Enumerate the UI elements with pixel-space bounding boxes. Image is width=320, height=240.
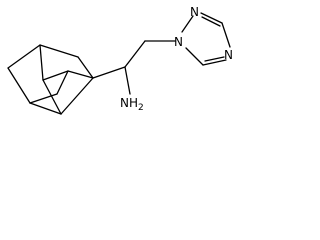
bond-adamantane [67, 70, 94, 79]
atom-label-n2: N [190, 5, 199, 19]
adamantane-cage [7, 44, 94, 115]
atom-label-nh2: NH2 [120, 96, 144, 113]
bond-adamantane [7, 44, 41, 69]
bond-ch-to-nh2 [124, 66, 131, 95]
bond-adamantane [7, 67, 31, 104]
side-chain [92, 40, 176, 95]
bond-adamantane [42, 70, 69, 81]
bond-n1-n2 [181, 15, 194, 33]
bond-c3-n4 [221, 22, 231, 48]
bond-ch-to-ch2 [124, 40, 146, 68]
atom-label-nh: NH [120, 96, 138, 110]
bond-c5-n1 [185, 47, 204, 66]
atom-label-subscript: 2 [138, 103, 144, 113]
bond-adamantane [39, 44, 44, 81]
bond-n4-c5 [202, 59, 227, 66]
bond-adamantane [39, 44, 79, 58]
bond-n2-c3 [200, 12, 223, 24]
atom-labels: N N N NH2 [120, 5, 233, 113]
bond-adamantane [42, 79, 62, 115]
bond-adamantane [77, 56, 94, 79]
bond-n2-c3-double [201, 16, 221, 27]
atom-label-n4: N [224, 48, 233, 62]
bond-adamantane [29, 102, 62, 115]
bond-n4-c5-double [204, 56, 225, 62]
bond-adamantane [29, 93, 58, 104]
atom-label-n1: N [174, 35, 183, 49]
bond-adamantane [60, 77, 94, 115]
bond-cage-to-ch [92, 66, 126, 79]
molecule-structure: N N N NH2 [7, 5, 233, 115]
bond-adamantane [56, 70, 69, 95]
triazole-ring [181, 12, 231, 66]
